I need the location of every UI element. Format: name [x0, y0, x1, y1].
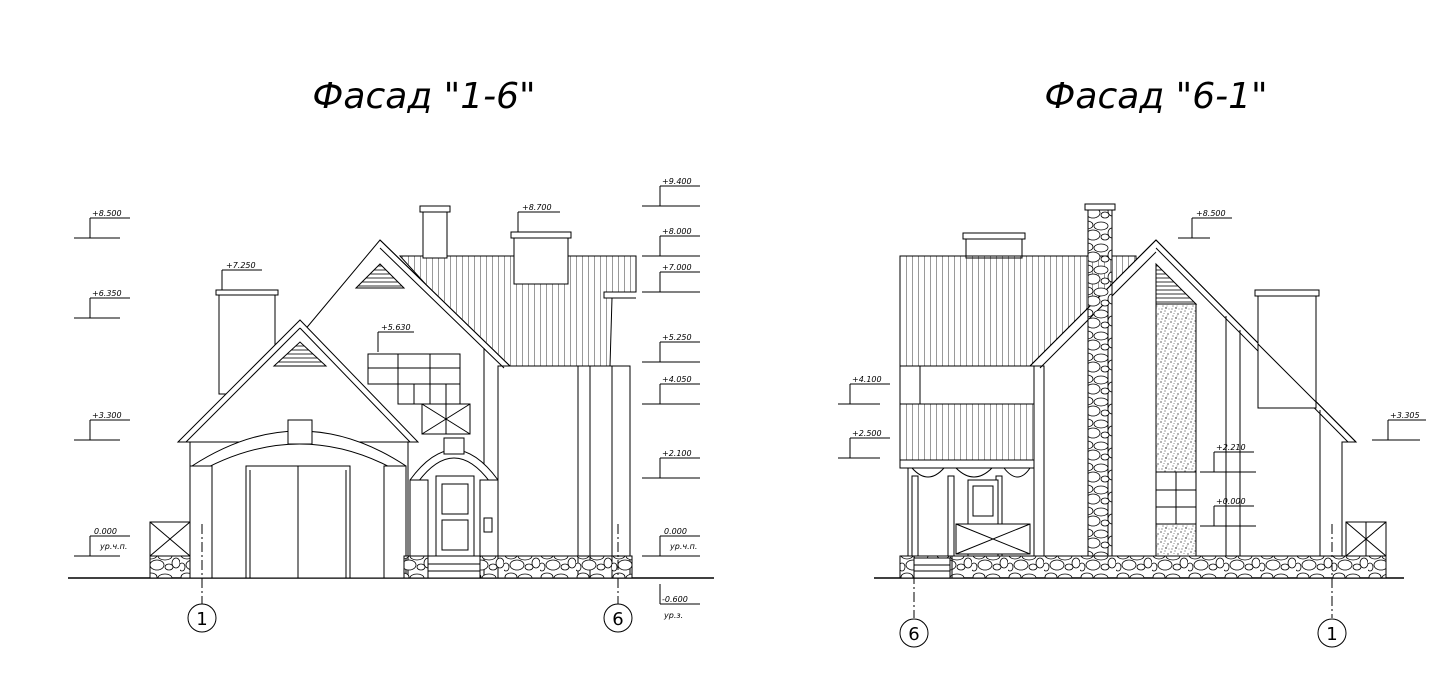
left-facade-title: Фасад "1-6" [312, 76, 535, 117]
svg-text:ур.з.: ур.з. [663, 611, 683, 620]
level-mark: 0.000 ур.ч.п. [74, 527, 130, 557]
stone-chimney [1087, 205, 1113, 557]
svg-text:+2.100: +2.100 [662, 449, 692, 458]
svg-text:+7.000: +7.000 [662, 263, 692, 272]
level-mark: +5.630 [377, 323, 414, 352]
svg-text:+2.500: +2.500 [852, 429, 882, 438]
axis-marker-1-left: 1 [187, 603, 217, 633]
svg-text:+3.305: +3.305 [1390, 411, 1420, 420]
svg-text:-0.600: -0.600 [662, 595, 688, 604]
level-mark: +2.500 [838, 429, 890, 459]
svg-text:ур.ч.п.: ур.ч.п. [99, 542, 127, 551]
level-mark: +3.305 [1372, 411, 1426, 441]
axis-marker-1-right: 1 [1317, 618, 1347, 648]
svg-text:ур.ч.п.: ур.ч.п. [669, 542, 697, 551]
svg-text:1: 1 [1326, 624, 1337, 645]
svg-text:0.000: 0.000 [94, 527, 117, 536]
level-mark: +4.050 [642, 375, 700, 405]
gable-vent-upper [354, 263, 406, 289]
svg-text:+3.300: +3.300 [92, 411, 122, 420]
svg-text:+8.500: +8.500 [92, 209, 122, 218]
stained-glass-column [1155, 303, 1197, 473]
level-mark: +8.000 [642, 227, 700, 257]
right-facade: 6 1 +4.100 +2.500 +8.500 +3.305 +2.210 [838, 203, 1426, 648]
level-mark: +6.350 [74, 289, 130, 319]
svg-text:1: 1 [196, 609, 207, 630]
level-mark: +3.300 [74, 411, 130, 441]
svg-text:+7.250: +7.250 [226, 261, 256, 270]
column-left [189, 465, 213, 579]
gable-vent-lower [272, 341, 328, 367]
column-mid [383, 465, 407, 579]
axis-marker-6-left: 6 [603, 603, 633, 633]
svg-text:+6.350: +6.350 [92, 289, 122, 298]
svg-text:+2.210: +2.210 [1216, 443, 1246, 452]
entry-keystone [443, 437, 465, 455]
level-mark: +4.100 [838, 375, 890, 405]
svg-text:6: 6 [908, 624, 919, 645]
balcony-railing [421, 403, 471, 435]
svg-text:+8.700: +8.700 [522, 203, 552, 212]
level-mark: +7.250 [221, 261, 262, 290]
svg-text:+8.500: +8.500 [1196, 209, 1226, 218]
level-mark: +0.000 [1200, 497, 1256, 527]
chimney-right [513, 237, 569, 285]
right-facade-title: Фасад "6-1" [1044, 76, 1267, 117]
stone-plinth-right [951, 555, 1387, 579]
entry-steps [427, 555, 481, 579]
level-mark: -0.600 ур.з. [659, 584, 700, 620]
level-mark: +2.100 [642, 449, 700, 479]
chimney-center [422, 211, 448, 259]
chimney-roof-left [965, 237, 1023, 259]
svg-text:+5.630: +5.630 [381, 323, 411, 332]
axis-marker-6-right: 6 [899, 618, 929, 648]
level-mark: +8.700 [517, 203, 560, 232]
level-mark: +2.210 [1200, 443, 1256, 473]
svg-text:+4.050: +4.050 [662, 375, 692, 384]
level-mark: +8.500 [74, 209, 130, 239]
left-facade: 1 6 +8.500 +6.350 +3.300 0.000 ур.ч.п. +… [68, 177, 714, 633]
keystone [287, 419, 313, 445]
svg-text:0.000: 0.000 [664, 527, 687, 536]
porch-roof [899, 403, 1035, 461]
svg-text:+4.100: +4.100 [852, 375, 882, 384]
level-mark: +9.400 [642, 177, 700, 207]
wall-lamp [483, 517, 493, 533]
svg-text:6: 6 [612, 609, 623, 630]
level-mark: 0.000 ур.ч.п. [642, 527, 700, 557]
level-mark: +7.000 [642, 263, 700, 293]
terrace-railing-right [1345, 521, 1387, 557]
level-mark: +5.250 [642, 333, 700, 363]
svg-text:+5.250: +5.250 [662, 333, 692, 342]
wall-right-wing [497, 365, 631, 579]
porch [907, 467, 1035, 557]
svg-text:+9.400: +9.400 [662, 177, 692, 186]
terrace-railing-left [149, 521, 191, 579]
svg-text:+8.000: +8.000 [662, 227, 692, 236]
svg-text:+0.000: +0.000 [1216, 497, 1246, 506]
level-mark: +8.500 [1178, 209, 1232, 239]
porch-steps [913, 557, 951, 579]
